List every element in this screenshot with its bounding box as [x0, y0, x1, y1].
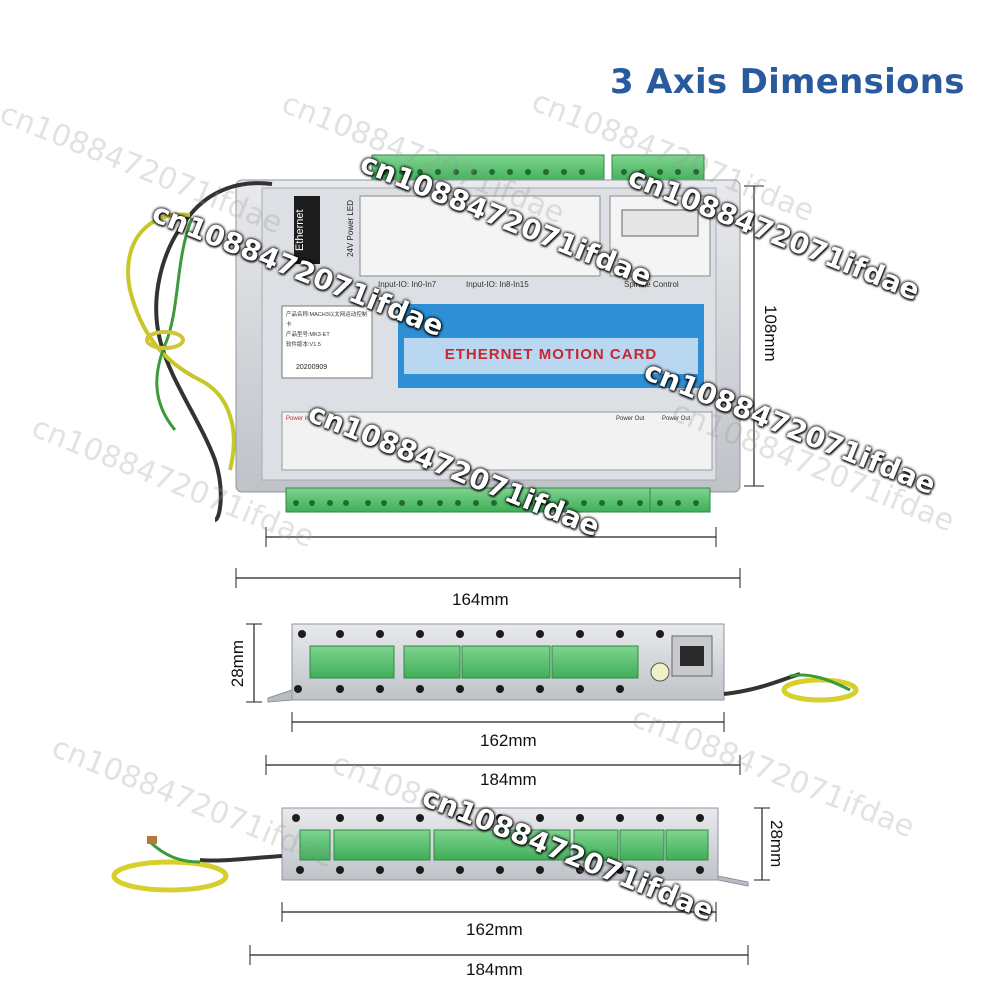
dim-side2-height: 28mm — [767, 820, 786, 868]
power-in-label: Power In — [286, 416, 310, 422]
top-terminal-strip — [371, 154, 705, 184]
input-label-1: Input-IO: In8-In15 — [466, 280, 529, 289]
dim-side1-inner: 162mm — [480, 731, 537, 750]
page-title: 3 Axis Dimensions — [610, 62, 965, 102]
dim-side1-outer: 184mm — [480, 770, 537, 789]
card-title: ETHERNET MOTION CARD — [444, 346, 658, 363]
dim-side2-outer: 184mm — [466, 960, 523, 979]
input-label-0: Input-IO: In0-In7 — [378, 280, 437, 289]
product-info-label — [281, 305, 373, 379]
power-out-label-2: Power Out — [662, 416, 691, 422]
spindle-control-label: Spindle Control — [624, 280, 679, 289]
power-out-label-1: Power Out — [616, 416, 645, 422]
bottom-terminal-strip — [285, 487, 711, 513]
dim-height-108: 108mm — [761, 305, 780, 362]
dim-top-outer: 164mm — [452, 590, 509, 609]
dim-side2-inner: 162mm — [466, 920, 523, 939]
date-code: 20200909 — [296, 364, 328, 371]
product-info-text: 产品名称:MACH3以太网运动控制卡 产品型号:MK3-ET 软件版本:V1.5 — [286, 312, 368, 348]
dim-side1-height: 28mm — [228, 640, 247, 688]
ethernet-label-block — [294, 196, 320, 264]
power-led-label: 24V Power LED — [346, 200, 355, 257]
